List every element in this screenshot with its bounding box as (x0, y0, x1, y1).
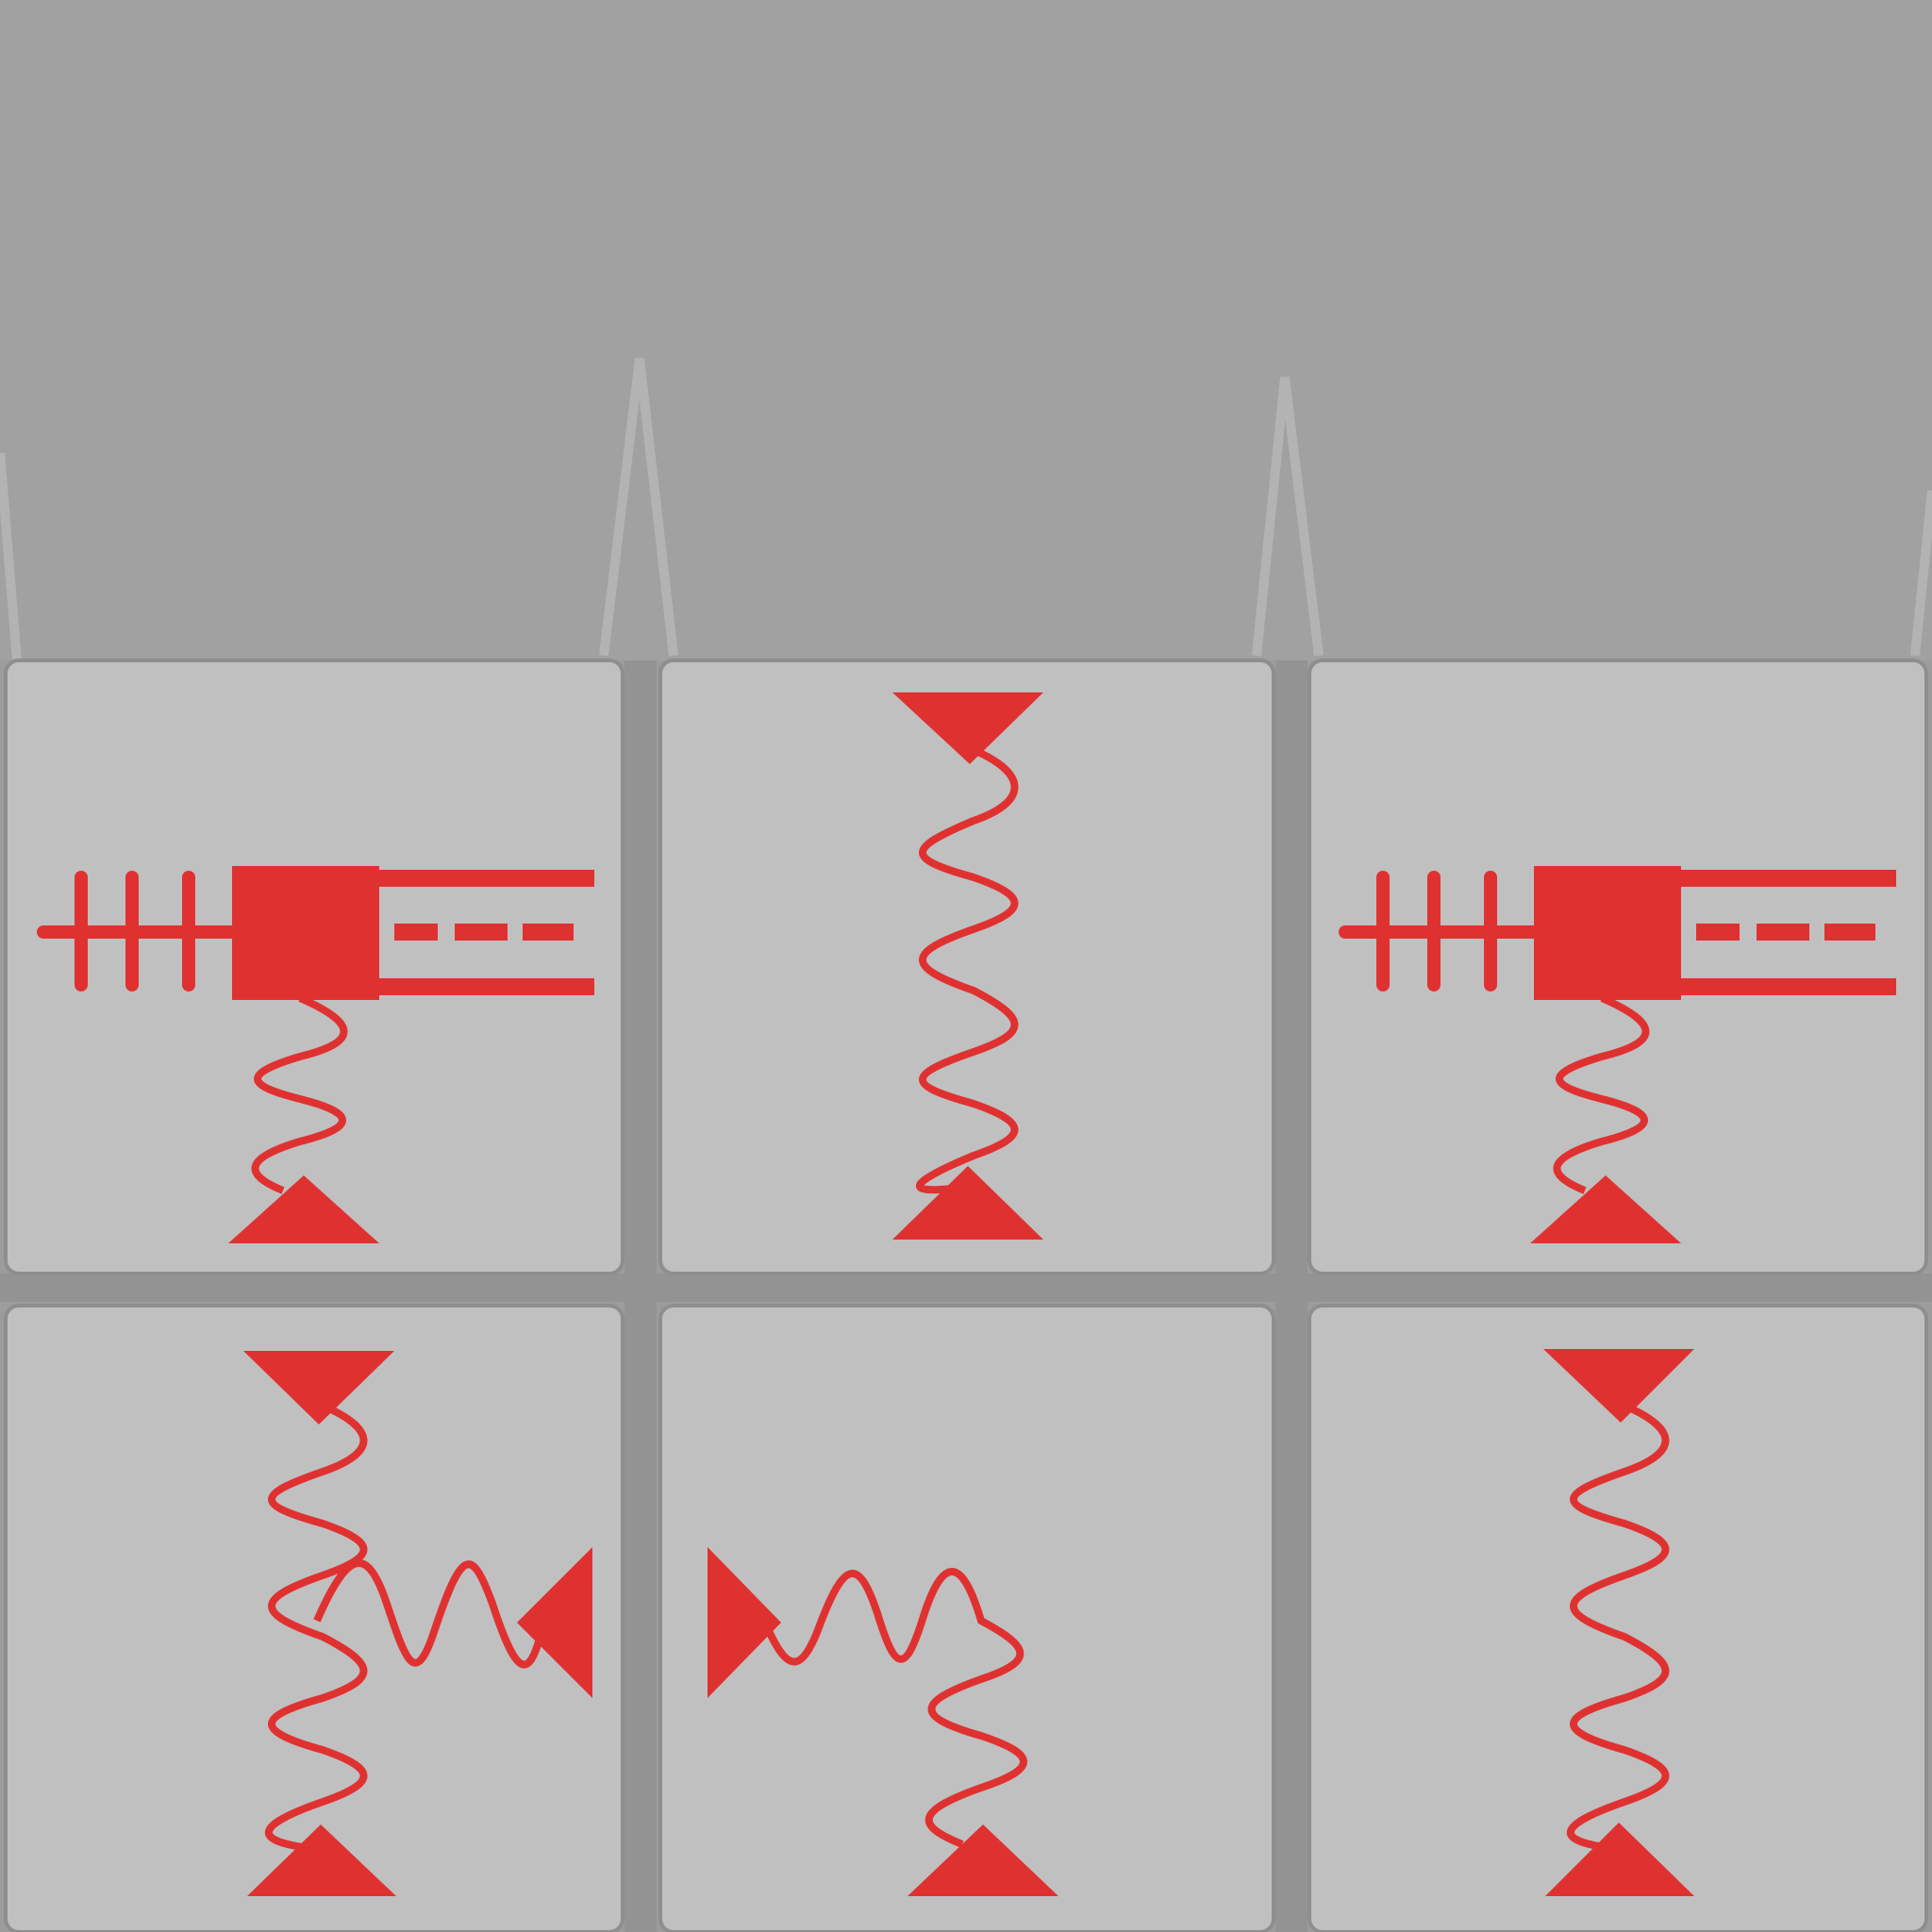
tile-r2c3[interactable] (1307, 1304, 1928, 1932)
tile-r2c2[interactable] (658, 1304, 1275, 1932)
tile-r1c2[interactable] (658, 658, 1275, 1275)
spring-wire-icon (243, 1351, 592, 1896)
tile-r1c1[interactable] (4, 658, 625, 1275)
gutters (0, 660, 1932, 1932)
wall-dividers (0, 358, 1932, 661)
upper-wall (0, 0, 1932, 660)
spring-wire-icon (708, 1547, 1058, 1896)
tile-r2c1[interactable] (4, 1304, 625, 1932)
spring-wire-icon (1543, 1349, 1694, 1896)
spring-wire-icon (892, 692, 1043, 1240)
tile-r1c3[interactable] (1307, 658, 1928, 1275)
